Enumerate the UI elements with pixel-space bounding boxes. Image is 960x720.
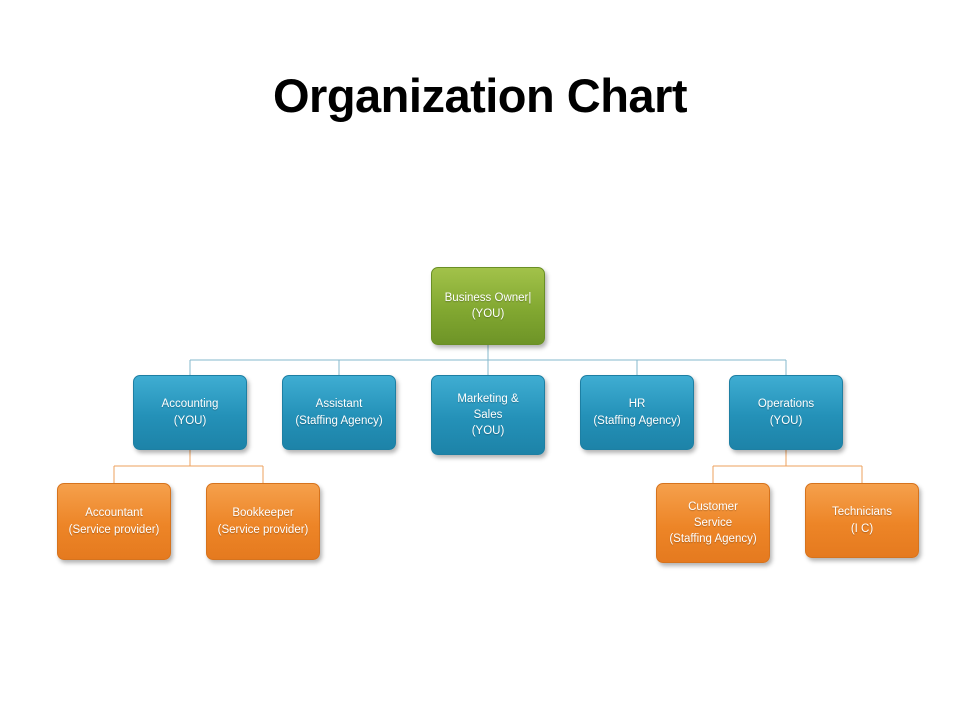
node-title: Customer Service <box>688 500 738 529</box>
node-title: Operations <box>757 398 815 411</box>
node-title: Accountant <box>85 507 143 520</box>
node-title: Accounting <box>161 398 219 411</box>
node-subtitle: (Service provider) <box>68 523 160 536</box>
node-subtitle: (Service provider) <box>217 523 309 536</box>
node-subtitle: (I C) <box>850 522 874 535</box>
node-title: HR <box>628 398 646 411</box>
node-subtitle: (YOU) <box>769 414 803 427</box>
org-node-hr[interactable]: HR (Staffing Agency) <box>580 375 694 450</box>
node-subtitle: (YOU) <box>173 414 207 427</box>
org-node-assistant[interactable]: Assistant (Staffing Agency) <box>282 375 396 450</box>
node-subtitle: (YOU) <box>471 308 505 320</box>
node-title: Bookkeeper <box>232 507 294 520</box>
org-node-business-owner[interactable]: Business Owner| (YOU) <box>431 267 545 345</box>
org-node-technicians[interactable]: Technicians (I C) <box>805 483 919 558</box>
org-node-marketing-sales[interactable]: Marketing & Sales (YOU) <box>431 375 545 455</box>
node-subtitle: (Staffing Agency) <box>295 414 383 427</box>
org-node-bookkeeper[interactable]: Bookkeeper (Service provider) <box>206 483 320 560</box>
connector-group-orange-left <box>113 450 264 483</box>
node-title: Assistant <box>315 398 363 411</box>
org-node-operations[interactable]: Operations (YOU) <box>729 375 843 450</box>
page-title: Organization Chart <box>272 69 688 122</box>
org-node-accountant[interactable]: Accountant (Service provider) <box>57 483 171 560</box>
org-node-accounting[interactable]: Accounting (YOU) <box>133 375 247 450</box>
node-subtitle: (YOU) <box>471 425 505 438</box>
node-subtitle: (Staffing Agency) <box>669 533 757 546</box>
org-node-customer-service[interactable]: Customer Service (Staffing Agency) <box>656 483 770 563</box>
node-title: Marketing & Sales <box>457 392 519 421</box>
connector-group-blue <box>189 345 787 375</box>
node-title: Technicians <box>831 506 893 519</box>
node-title: Business Owner| <box>444 291 532 304</box>
connector-group-orange-right <box>712 450 863 483</box>
node-subtitle: (Staffing Agency) <box>593 414 681 427</box>
